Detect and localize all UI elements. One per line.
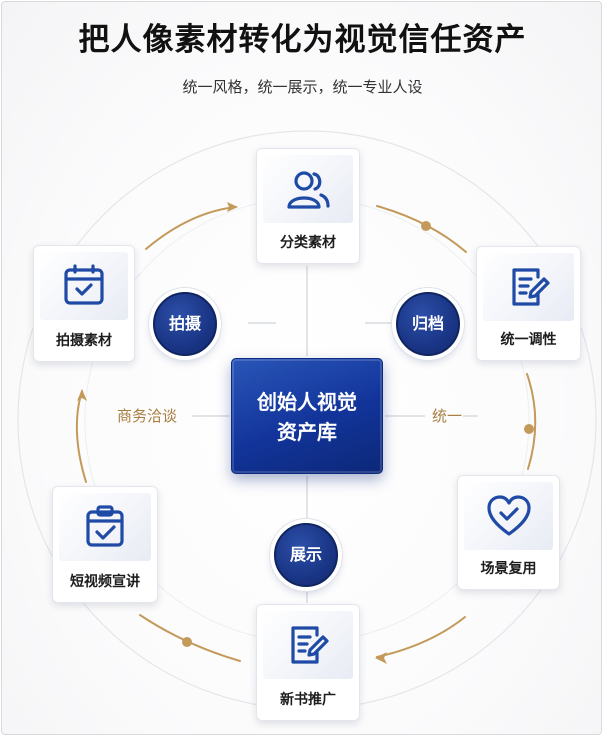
arrow-head-icon	[227, 202, 238, 212]
arc-markers	[77, 202, 534, 664]
card-unify-tone[interactable]: 统一调性	[476, 246, 581, 361]
card-classify-materials[interactable]: 分类素材	[256, 148, 360, 264]
arc-dot	[524, 424, 534, 434]
page-title: 把人像素材转化为视觉信任资产	[78, 22, 527, 58]
arrow-head-icon	[77, 389, 87, 401]
arrow-head-icon	[375, 652, 387, 664]
users-icon	[287, 171, 330, 209]
label-unify: 统一	[432, 407, 463, 425]
arc-video-to-shoot	[75, 390, 87, 483]
label-business-talks: 商务洽谈	[117, 407, 178, 425]
card-art	[40, 252, 128, 320]
badge-display[interactable]: 展示	[274, 523, 338, 587]
arc-classify-to-tune	[376, 205, 467, 253]
arc-tune-to-reuse	[526, 373, 537, 470]
card-scene-reuse[interactable]: 场景复用	[457, 475, 560, 590]
center-asset-library[interactable]: 创始人视觉 资产库	[231, 358, 383, 474]
page-subtitle: 统一风格，统一展示，统一专业人设	[182, 78, 423, 96]
arc-dot	[182, 637, 192, 647]
card-short-video[interactable]: 短视频宣讲	[52, 486, 158, 603]
card-shoot-materials[interactable]: 拍摄素材	[33, 245, 135, 362]
card-label: 统一调性	[500, 332, 557, 348]
card-book-promotion[interactable]: 新书推广	[256, 604, 360, 721]
clipboard-check-icon	[86, 505, 124, 547]
arc-shoot-to-classify	[145, 206, 237, 250]
card-label: 拍摄素材	[56, 333, 112, 349]
card-label: 新书推广	[280, 692, 336, 708]
arc-dot	[421, 221, 431, 231]
badge-archive[interactable]: 归档	[396, 292, 460, 356]
edit-document-icon	[511, 268, 550, 306]
card-label: 短视频宣讲	[70, 574, 140, 590]
calendar-check-icon	[64, 264, 104, 305]
center-label: 创始人视觉 资产库	[257, 390, 357, 444]
card-art	[59, 493, 151, 561]
edit-document-icon	[291, 626, 329, 664]
badge-shoot[interactable]: 拍摄	[153, 292, 217, 356]
card-label: 场景复用	[480, 561, 537, 577]
heart-check-icon	[486, 495, 531, 536]
arc-reuse-to-promo	[376, 616, 466, 658]
card-label: 分类素材	[280, 235, 336, 251]
